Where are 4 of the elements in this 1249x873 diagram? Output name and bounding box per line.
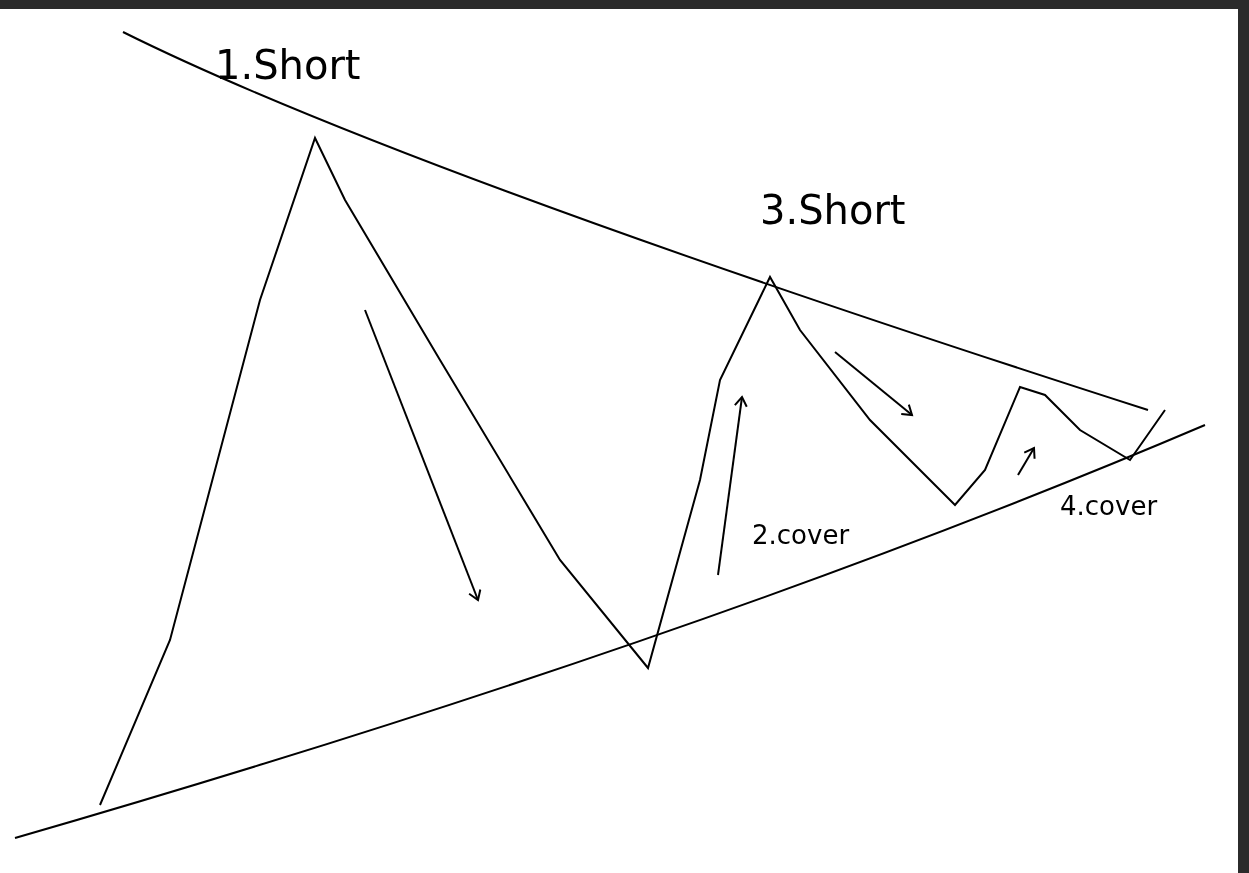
annotation-label: 4.cover xyxy=(1060,493,1158,519)
annotation-label: 3.Short xyxy=(760,190,906,230)
annotation-label: 1.Short xyxy=(215,45,361,85)
annotation-label: 2.cover xyxy=(752,522,850,548)
